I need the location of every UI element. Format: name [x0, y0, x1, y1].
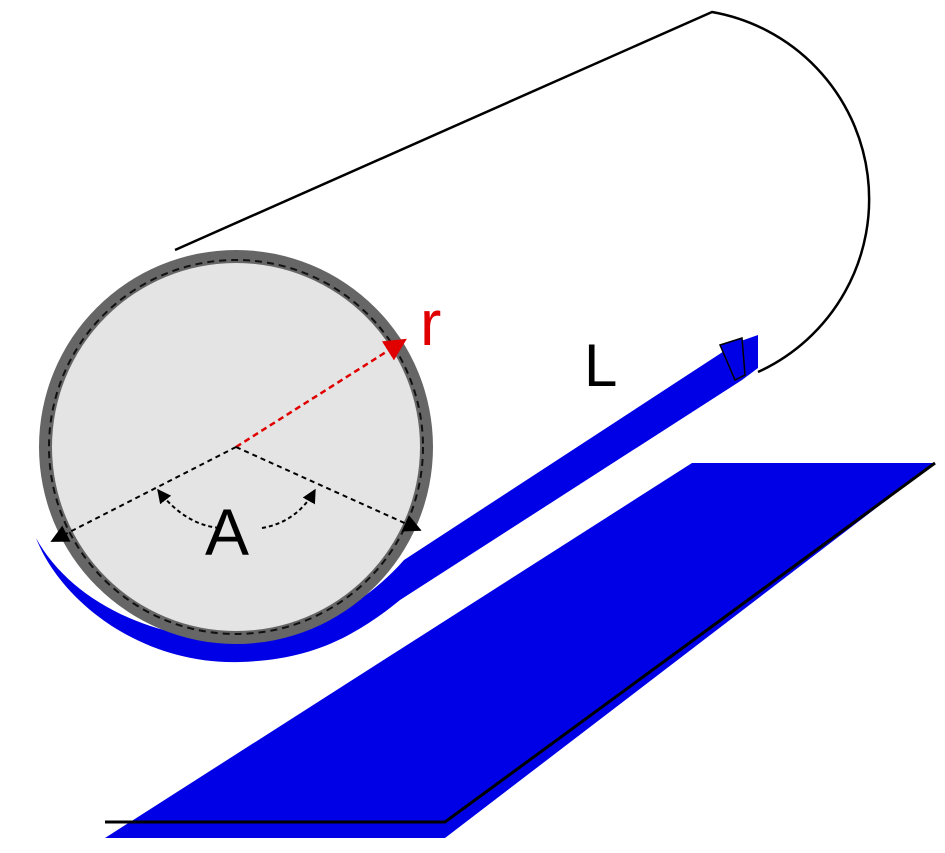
angle-label: A [205, 495, 249, 569]
cylinder-body [174, 10, 871, 374]
wrapped-strip [36, 335, 758, 663]
radius-line [235, 338, 407, 449]
length-label: L [584, 332, 617, 399]
angle-arc [158, 490, 315, 529]
radius-label: r [420, 287, 441, 359]
flat-sheet [105, 461, 936, 838]
